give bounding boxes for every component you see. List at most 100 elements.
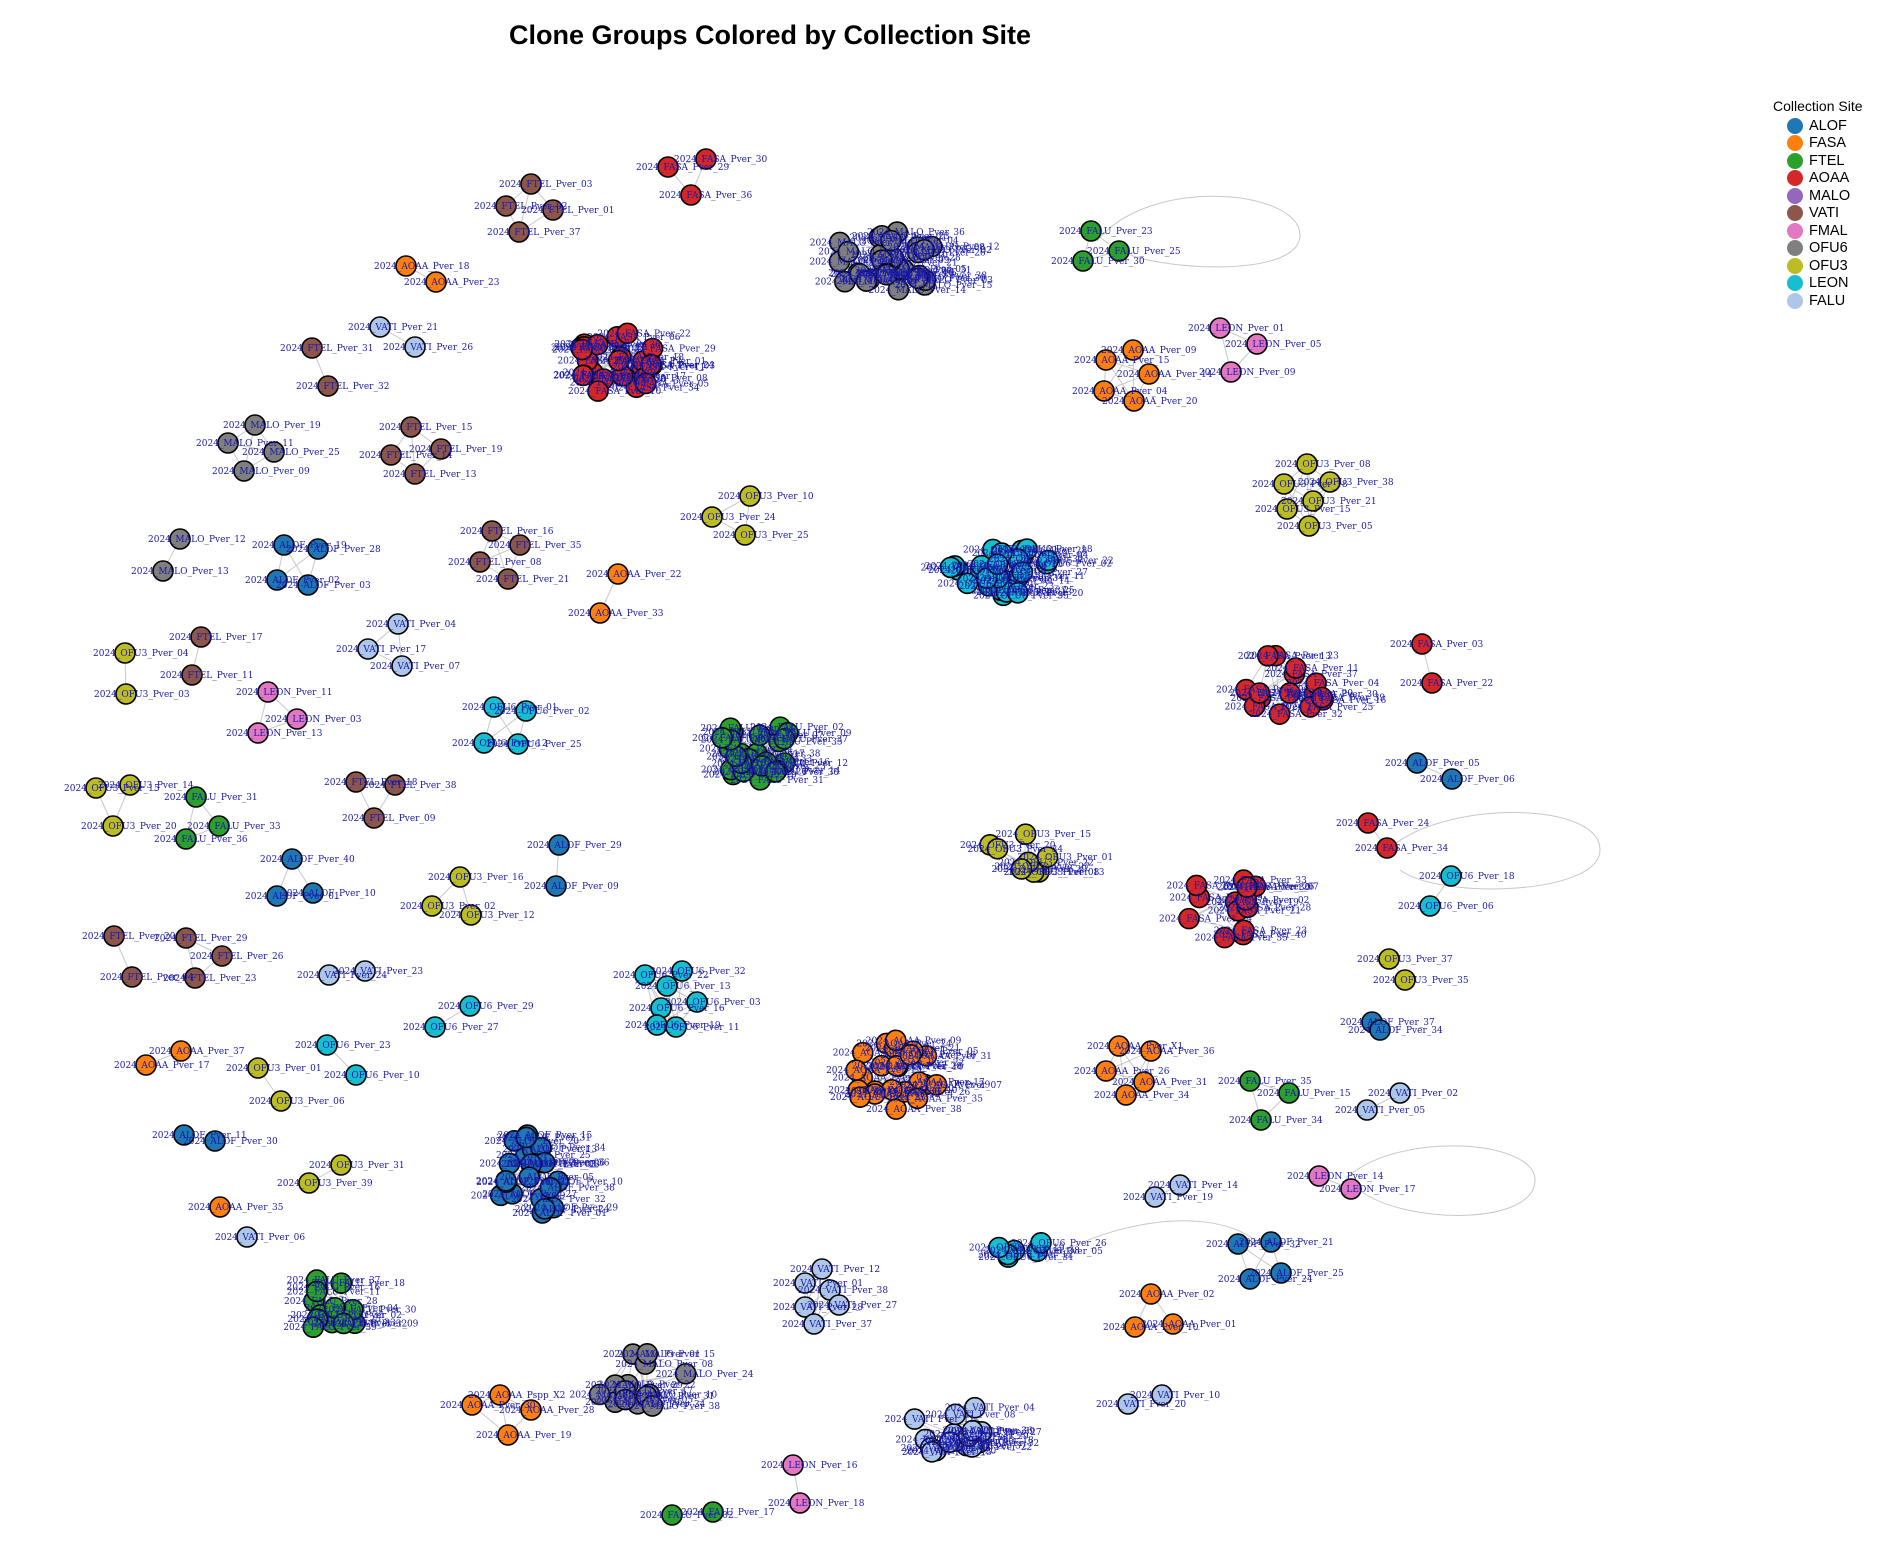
clone-node	[114, 642, 136, 664]
node-label: 2024_FASA_Pver_18	[591, 353, 685, 363]
node-label: 2024_ALOF_Pver_24	[515, 1205, 610, 1215]
node-label: 2024_OFU6_Pver_01	[921, 563, 1017, 573]
legend-swatch	[1787, 240, 1803, 257]
node-label: 2024_ALOF_Pver_38	[520, 1184, 615, 1194]
node-label: 2024_OFU6_Pver_27	[403, 1023, 499, 1033]
node-label: 2024_OFU6_Pver_11	[644, 1023, 740, 1033]
clone-node	[424, 1016, 446, 1038]
clone-node	[185, 786, 207, 808]
node-label: 2024_AOAA_Pver_X1	[1087, 1042, 1183, 1052]
node-label: 2024_FALU_Pver_17	[711, 750, 805, 760]
clone-node	[1072, 250, 1094, 272]
legend-label: MALO	[1809, 187, 1851, 204]
node-label: 2024_OFU3_Pver_15	[1255, 505, 1351, 515]
clone-node	[270, 1090, 292, 1112]
node-label: 2024_FTEL_Pver_23	[163, 974, 257, 984]
legend-swatch	[1787, 152, 1803, 169]
node-label: 2024_FASA_Pver_32	[1250, 710, 1343, 720]
node-label: 2024_OFU6_Pver_23	[295, 1041, 391, 1051]
clone-node	[515, 1126, 538, 1149]
node-label: 2024_FALU_Pver_25	[1087, 247, 1181, 257]
node-label: 2024_AOAA_Pver_23	[404, 278, 500, 288]
node-label: 2024_MALO_Pver_02	[894, 246, 992, 256]
node-label: 2024_VATI_Pver_36	[943, 1427, 1033, 1437]
node-label: 2024_OFU3_Pver_34	[968, 845, 1064, 855]
clone-node	[266, 569, 288, 591]
node-label: 2024_OFU6_Pver_12	[452, 739, 548, 749]
node-label: 2024_FALU_Pver_19	[701, 766, 795, 776]
clone-node	[671, 960, 693, 982]
node-label: 2024_ALOF_Pver_34	[511, 1144, 606, 1154]
node-label: 2024_FALU_Pver_38	[727, 750, 821, 760]
clone-node	[1151, 1384, 1173, 1406]
clone-node	[489, 1384, 511, 1406]
node-label: 2024_FASA_Pver_13	[1238, 652, 1332, 662]
node-label: 2024_FALU_Pver_23	[1059, 227, 1153, 237]
node-label: 2024_MALO_Pver_38	[622, 1402, 720, 1412]
clone-node	[1389, 1082, 1411, 1104]
legend-label: ALOF	[1809, 117, 1847, 134]
clone-node	[572, 364, 594, 387]
node-label: 2024_ALOF_Pver_22	[476, 1178, 571, 1188]
clone-node	[297, 574, 319, 596]
node-label: 2024_VATI_Pver_24	[297, 971, 387, 981]
node-label: 2024_MALO_Pver_33	[809, 258, 907, 268]
clone-node	[175, 828, 197, 850]
node-label: 2024_OFU6_Pver_19	[969, 1244, 1065, 1254]
clone-node	[1250, 1109, 1272, 1131]
clone-node	[1080, 220, 1102, 242]
node-label: 2024_LEON_Pver_16	[761, 1461, 858, 1471]
node-label: 2024_AOAA_Pspp_X2	[468, 1391, 565, 1401]
node-label: 2024_FALU_Pver_02	[750, 723, 844, 733]
legend-swatch	[1787, 205, 1803, 222]
node-label: 2024_MALO_Pver_05	[595, 1396, 693, 1406]
node-label: 2024_FTEL_Pver_04	[100, 973, 194, 983]
node-label: 2024_FASA_Pver_36	[568, 341, 662, 351]
node-label: 2024_AOAA_Pver_01	[1141, 1320, 1237, 1330]
node-label: 2024_ALOF_Pver_27	[482, 1190, 577, 1200]
clone-node	[369, 316, 391, 338]
node-label: 2024_VATI_Pver_34	[924, 1430, 1014, 1440]
node-label: 2024_MALO_Pver_30	[888, 274, 986, 284]
clone-node	[1239, 1070, 1261, 1092]
node-label: 2024_FASA_Pver_40	[1213, 931, 1307, 941]
node-label: 2024_VATI_Pver_06	[901, 1444, 991, 1454]
node-label: 2024_MALO_Pver_16	[857, 269, 955, 279]
node-label: 2024_FASA_Pver_34	[1355, 844, 1449, 854]
node-label: 2024_AOAA_Pver_02	[845, 1090, 941, 1100]
clone-node	[641, 1395, 664, 1417]
node-label: 2024_MALO_Pver_36	[585, 1398, 683, 1408]
node-label: 2024_OFU6_Pver_16	[629, 1004, 725, 1014]
clone-node	[170, 1040, 192, 1062]
node-label: 2024_MALO_Pver_01	[849, 233, 947, 243]
node-label: 2024_OFU6_Pver_18	[997, 545, 1093, 555]
clone-node	[1308, 1165, 1330, 1187]
node-label: 2024_FASA_Pver_01	[613, 357, 706, 367]
clone-node	[906, 1087, 929, 1110]
legend-title: Collection Site	[1773, 98, 1863, 114]
node-label: 2024_VATI_Pver_18	[944, 1436, 1034, 1446]
node-label: 2024_AOAA_Pver_30	[440, 1401, 536, 1411]
node-label: 2024_AOAA_Pver_34	[1094, 1091, 1190, 1101]
clone-node	[1227, 1233, 1249, 1255]
node-label: 2024_FASA_Pver_20	[1260, 689, 1354, 699]
clone-node	[656, 975, 678, 997]
node-label: 2024_OFU6_Pver_38	[984, 1247, 1080, 1257]
node-label: 2024_AOAA_Pver_40	[862, 1086, 958, 1096]
node-label: 2024_AOAA_Pver_36	[1119, 1047, 1215, 1057]
clone-node	[209, 1196, 231, 1218]
node-label: 2024_OFU6_Pver_37	[971, 586, 1067, 596]
node-label: 2024_AOAA_Pver_22	[586, 570, 682, 580]
clone-node	[298, 1172, 320, 1194]
clone-node	[345, 1064, 367, 1086]
chart-title: Clone Groups Colored by Collection Site	[508, 20, 1032, 50]
node-label: 2024_VATI_Pver_07	[370, 662, 460, 672]
node-label: 2024_FALU_Pver_31	[164, 793, 258, 803]
clone-node	[281, 848, 303, 870]
node-label: 2024_FASA_Pver_02	[1216, 896, 1309, 906]
node-label: 2024_VATI_Pver_01	[920, 1438, 1010, 1448]
node-label: 2024_FALU_Pver_37	[287, 1276, 381, 1286]
node-label: 2024_FASA_Pver_29	[623, 345, 717, 355]
node-label: 2024_OFU3_Pver_29	[992, 865, 1088, 875]
node-label: 2024_AOAA_Pver_26	[875, 1088, 971, 1098]
